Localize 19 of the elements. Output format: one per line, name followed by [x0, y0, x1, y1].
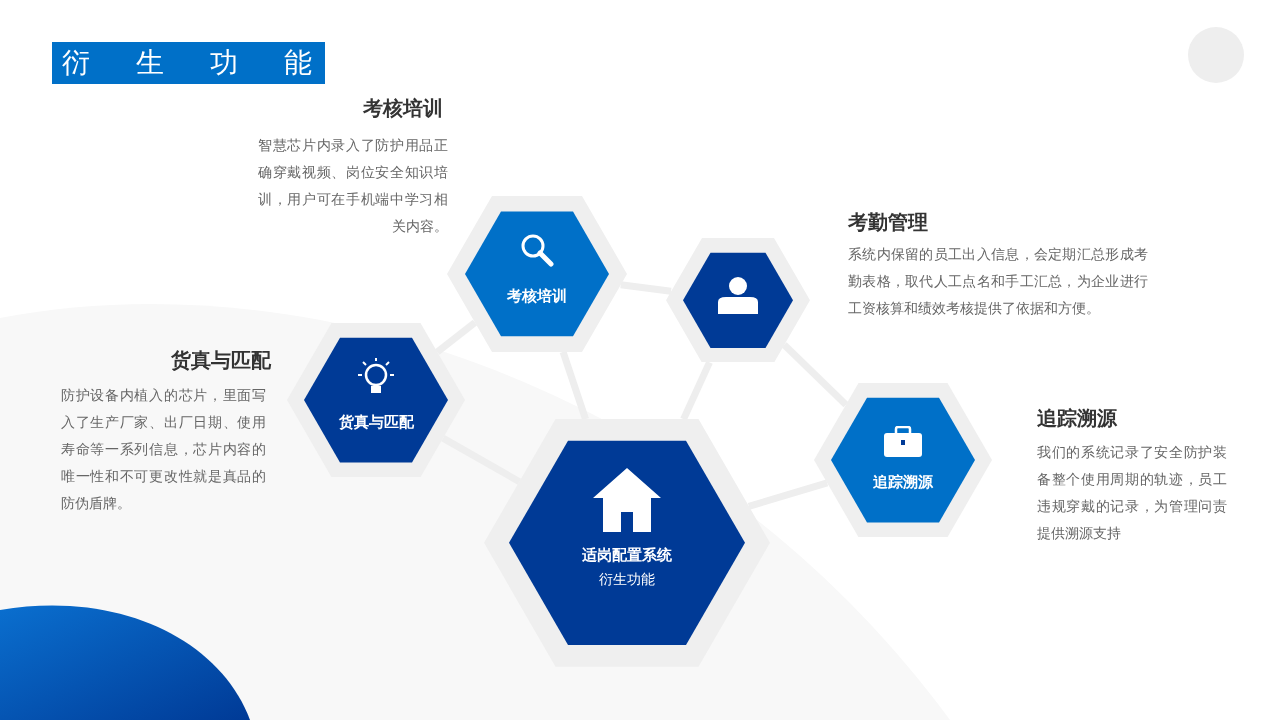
hexagon-node	[287, 322, 465, 478]
node-title: 考核培训	[506, 286, 568, 306]
node-title: 货真与匹配	[337, 412, 415, 432]
node-subtitle: 衍生功能	[598, 570, 656, 589]
node-title: 适岗配置系统	[581, 545, 673, 565]
description-text: 智慧芯片内录入了防护用品正确穿戴视频、岗位安全知识培训，用户可在手机端中学习相关内容。	[258, 136, 448, 236]
description-text: 我们的系统记录了安全防护装备整个使用周期的轨迹，员工违规穿戴的记录，为管理问责提供溯源支持	[1037, 443, 1227, 543]
section-heading: 考核培训	[363, 95, 443, 122]
description-text: 防护设备内植入的芯片，里面写入了生产厂家、出厂日期、使用寿命等一系列信息，芯片内容的唯一性和不可更改性就是真品的防伪盾牌。	[61, 386, 266, 513]
hexagon-node	[447, 196, 627, 352]
title: 衍生功能	[62, 45, 358, 81]
description-text: 系统内保留的员工出入信息，会定期汇总形成考勤表格，取代人工点名和手工汇总，为企业进行工资核算和绩效考核提供了依据和方便。	[848, 245, 1148, 318]
hexagon-node	[484, 419, 770, 667]
hexagon-node	[814, 382, 992, 538]
section-heading: 追踪溯源	[1037, 405, 1117, 432]
node-title: 追踪溯源	[872, 472, 934, 492]
section-heading: 考勤管理	[848, 209, 928, 236]
section-heading: 货真与匹配	[171, 347, 271, 374]
hexagon-node	[666, 237, 810, 363]
